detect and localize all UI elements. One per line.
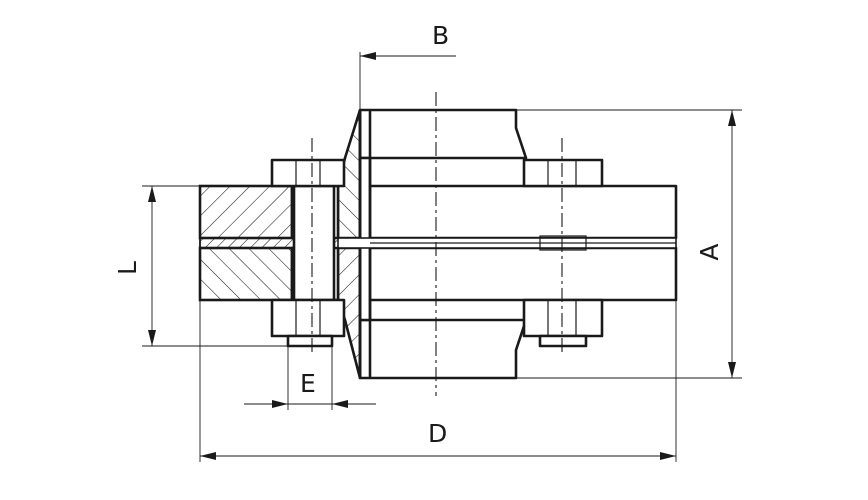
label-d: D bbox=[428, 419, 447, 448]
left-bolt bbox=[270, 158, 346, 348]
label-b: B bbox=[432, 21, 449, 50]
right-bolt bbox=[522, 158, 604, 348]
label-e: E bbox=[300, 369, 316, 398]
dimension-d: D bbox=[199, 300, 677, 462]
dimension-a: A bbox=[516, 109, 742, 379]
centerlines bbox=[311, 92, 563, 396]
label-l: L bbox=[113, 261, 142, 275]
gasket bbox=[199, 237, 677, 249]
label-a: A bbox=[695, 243, 724, 260]
dimension-e: E bbox=[244, 346, 376, 410]
dimension-l: L bbox=[113, 185, 290, 347]
dimension-b: B bbox=[359, 21, 456, 110]
